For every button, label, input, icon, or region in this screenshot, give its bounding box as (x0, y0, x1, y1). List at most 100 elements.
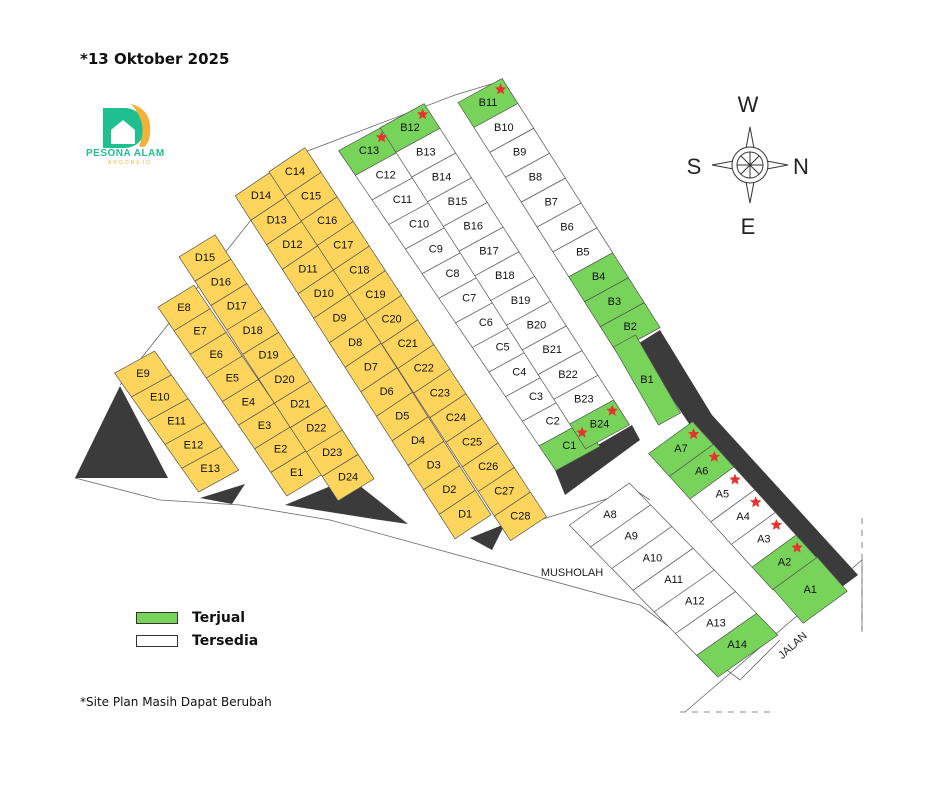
jalan-label: JALAN (776, 630, 810, 662)
lot-label: E10 (150, 392, 170, 404)
lot-label: C19 (365, 289, 385, 301)
lot-label: D7 (364, 361, 378, 373)
lot-e13[interactable] (181, 445, 240, 493)
lot-label: C23 (430, 387, 450, 399)
lot-label: E1 (290, 467, 303, 479)
lot-label: C2 (546, 416, 560, 428)
lot-label: C1 (562, 440, 576, 452)
lot-label: B14 (432, 171, 452, 183)
lot-label: C9 (429, 243, 443, 255)
lot-b2[interactable] (599, 302, 661, 353)
lot-label: D16 (211, 276, 231, 288)
lot-label: C18 (349, 264, 369, 276)
logo-name: PESONA ALAM (86, 148, 165, 159)
lot-label: D13 (267, 214, 287, 226)
star-icon (729, 473, 741, 485)
lot-label: B21 (542, 344, 562, 356)
lot-label: D10 (314, 288, 334, 300)
lot-label: D2 (442, 484, 456, 496)
lot-label: D20 (274, 374, 294, 386)
compass-icon (711, 126, 789, 204)
lot-a14[interactable] (696, 612, 779, 678)
lot-label: C27 (494, 486, 514, 498)
lot-label: B8 (529, 172, 542, 184)
lot-label: B15 (448, 196, 468, 208)
star-icon (791, 541, 803, 553)
lot-label: E6 (209, 349, 222, 361)
lot-label: B16 (463, 221, 483, 233)
legend-label: Terjual (192, 610, 246, 626)
lot-label: B7 (544, 197, 557, 209)
lot-b1[interactable] (613, 334, 681, 426)
lot-label: B18 (495, 270, 515, 282)
legend-available: Tersedia (136, 633, 258, 649)
lot-label: D3 (427, 459, 441, 471)
lot-label: E12 (184, 439, 204, 451)
lot-label: C12 (376, 170, 396, 182)
lot-a1[interactable] (772, 556, 848, 624)
star-icon (576, 426, 588, 438)
logo-subtitle: ARGOREJO (108, 160, 153, 166)
lot-label: C11 (393, 194, 412, 206)
star-icon (750, 496, 762, 508)
lot-d24[interactable] (321, 453, 375, 502)
lot-label: E2 (274, 444, 287, 456)
legend-label: Tersedia (192, 633, 259, 649)
lot-label: E11 (167, 416, 186, 428)
lot-label: B10 (494, 122, 514, 134)
lot-label: A4 (736, 511, 749, 523)
lot-label: C8 (445, 268, 459, 280)
musholah-label: MUSHOLAH (541, 567, 603, 579)
lot-label: B2 (623, 321, 636, 333)
lot-c28[interactable] (493, 491, 547, 542)
lot-label: A11 (664, 574, 683, 586)
lot-label: B4 (592, 271, 605, 283)
lot-label: B6 (560, 221, 573, 233)
star-icon (770, 519, 783, 530)
lot-label: D6 (380, 386, 394, 398)
lot-label: C17 (333, 240, 353, 252)
lot-label: E7 (193, 326, 206, 338)
date-label: *13 Oktober 2025 (80, 50, 230, 68)
lot-label: A5 (716, 488, 729, 500)
lot-label: A1 (803, 584, 816, 596)
lot-label: D4 (411, 435, 425, 447)
lot-label: D24 (338, 472, 358, 484)
lot-label: B23 (574, 394, 594, 406)
star-icon (708, 450, 720, 462)
lot-label: D19 (259, 350, 279, 362)
lot-label: A7 (674, 443, 687, 455)
lot-label: C24 (446, 412, 466, 424)
lot-label: E5 (226, 373, 239, 385)
green-belt-areas (75, 330, 858, 592)
lot-label: C21 (398, 338, 418, 350)
lot-label: D22 (306, 423, 326, 435)
lot-label: C7 (462, 293, 476, 305)
lot-label: B19 (511, 295, 531, 307)
lot-label: A6 (695, 466, 708, 478)
legend-swatch-available (136, 635, 178, 647)
lot-label: D11 (298, 263, 317, 275)
star-icon (416, 108, 429, 120)
logo-icon (103, 104, 151, 148)
lot-label: D1 (458, 508, 472, 520)
lot-label: B24 (590, 418, 610, 430)
lot-label: A13 (706, 617, 726, 629)
lot-label: C15 (301, 191, 321, 203)
lot-label: A14 (727, 639, 747, 651)
lot-label: B1 (640, 374, 653, 386)
lot-d1[interactable] (438, 489, 492, 540)
compass-s: S (687, 154, 702, 179)
lot-label: D17 (227, 301, 247, 313)
lot-label: C25 (462, 437, 482, 449)
compass-w: W (738, 92, 759, 117)
lot-label: E4 (242, 396, 255, 408)
lot-label: A2 (778, 556, 791, 568)
lot-label: A10 (643, 552, 663, 564)
lot-label: C4 (512, 366, 526, 378)
lot-label: D12 (282, 239, 302, 251)
lot-label: C16 (317, 215, 337, 227)
compass-e: E (741, 214, 756, 239)
legend-sold: Terjual (136, 610, 245, 626)
